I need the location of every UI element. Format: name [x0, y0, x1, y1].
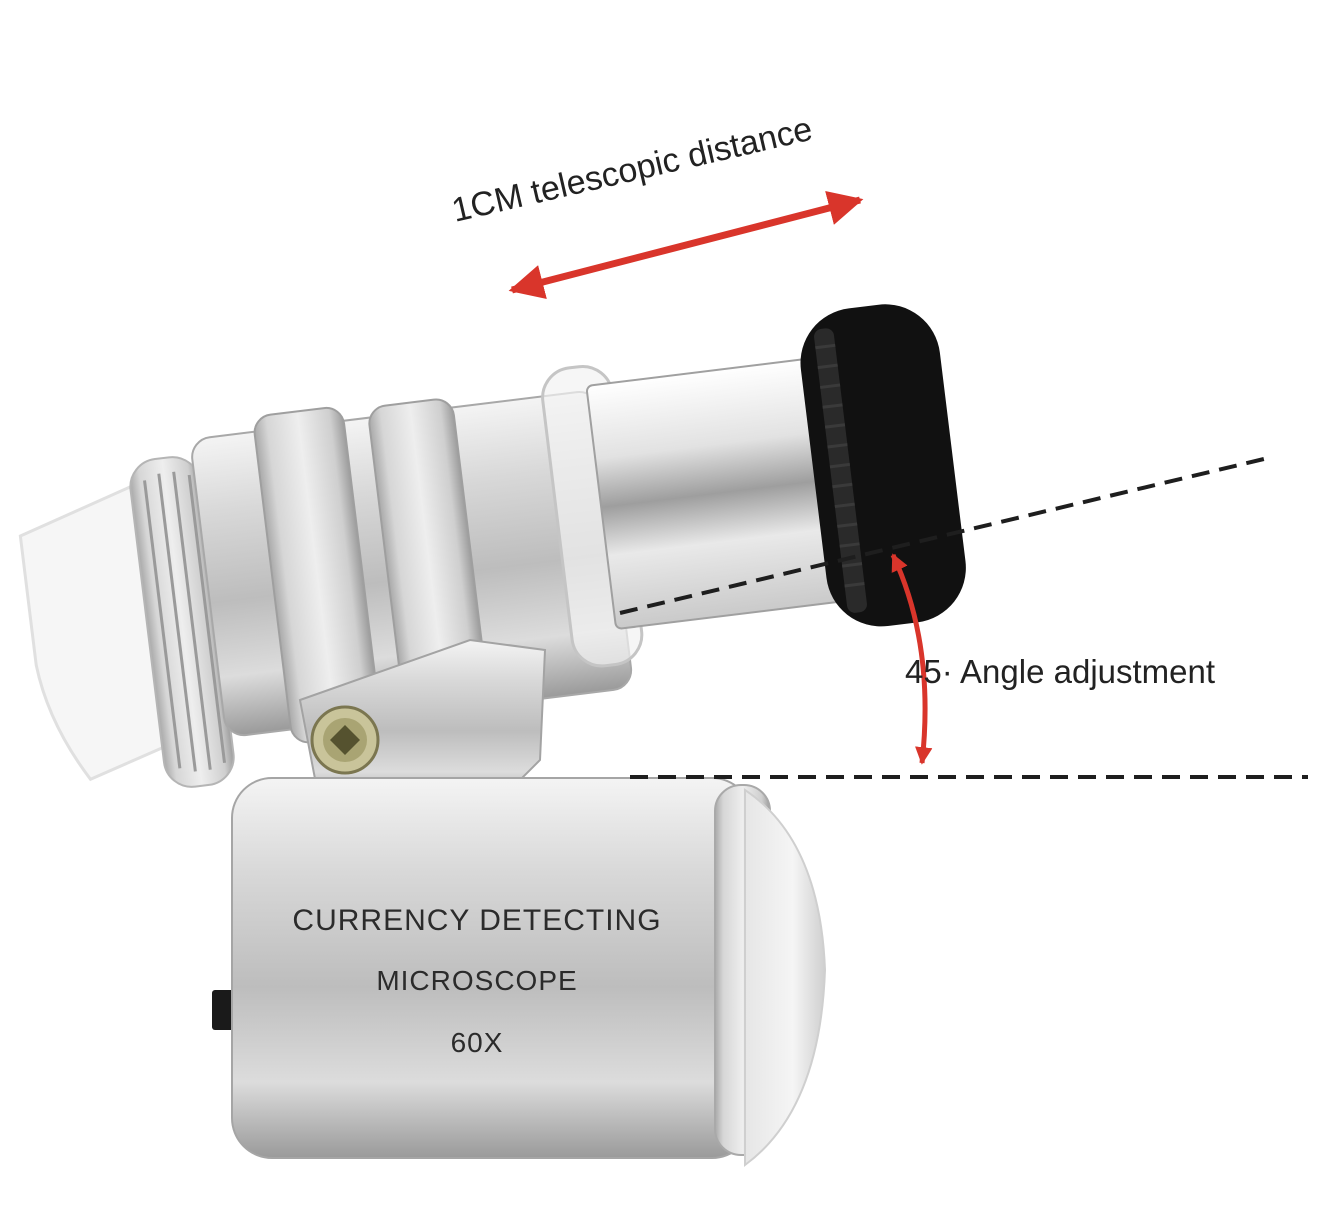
telescopic-arrow [508, 190, 864, 300]
telescope-tube [18, 304, 966, 788]
angle-arrow [890, 553, 933, 765]
side-button [212, 990, 234, 1030]
label-line-3: 60X [451, 1027, 504, 1058]
eyepiece-grip [814, 328, 867, 613]
pivot-screw [310, 705, 380, 775]
telescopic-label: 1CM telescopic distance [448, 110, 816, 230]
label-line-1: CURRENCY DETECTING [292, 904, 661, 937]
microscope-body: CURRENCY DETECTING MICROSCOPE 60X [212, 777, 827, 1167]
angle-label: 45· Angle adjustment [905, 653, 1215, 690]
lens-dome [744, 788, 827, 1167]
knurling [143, 471, 227, 772]
label-line-2: MICROSCOPE [376, 965, 577, 996]
